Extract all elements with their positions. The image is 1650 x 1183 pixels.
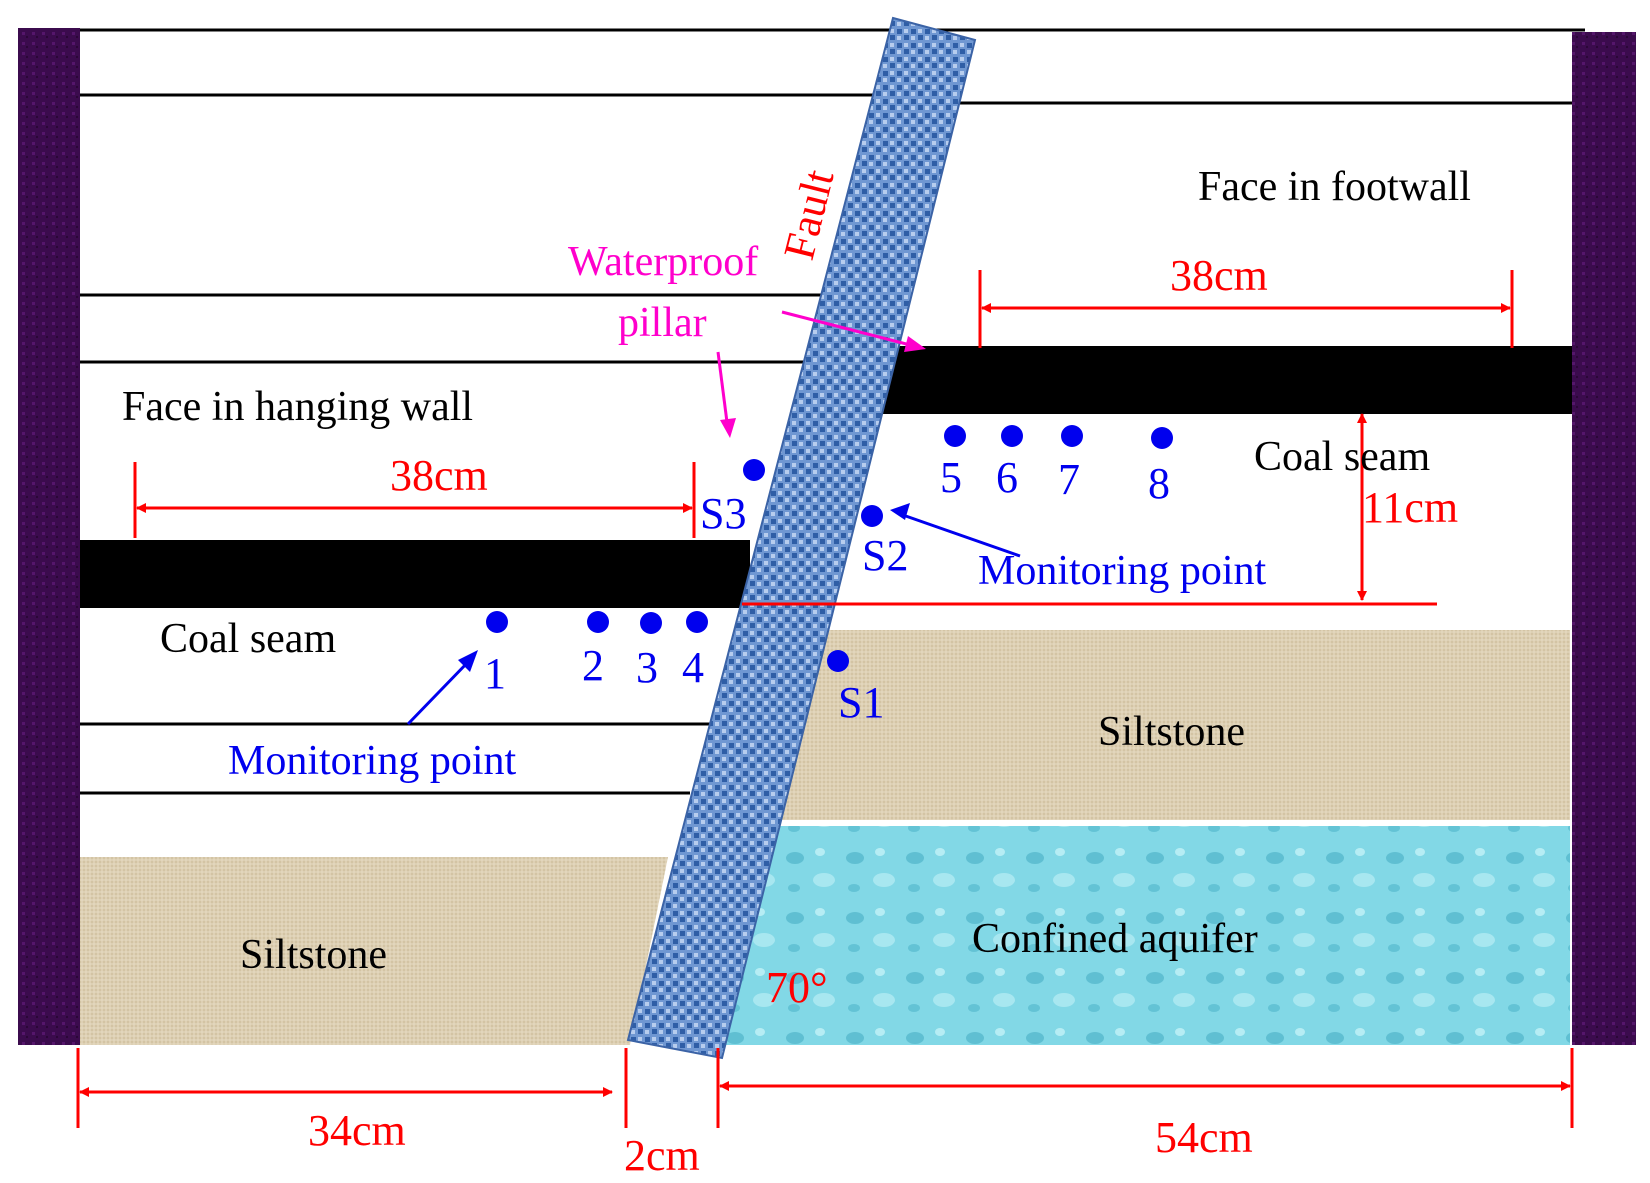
waterproof-arrowhead	[720, 418, 736, 438]
monitoring-points	[486, 425, 1173, 672]
angle-label: 70°	[766, 963, 828, 1012]
dim-throw-label: 11cm	[1362, 483, 1458, 532]
monitoring-point-3	[640, 612, 662, 634]
dim-bottom-left-label: 34cm	[308, 1106, 406, 1155]
point-label-2: 2	[582, 641, 604, 690]
monitoring-point-6	[1001, 425, 1023, 447]
coal-seam-left	[80, 540, 750, 608]
face-footwall-label: Face in footwall	[1198, 164, 1471, 210]
monitoring-point-s2	[861, 505, 883, 527]
coal-seam-left-label: Coal seam	[160, 616, 336, 662]
point-label-1: 1	[484, 649, 506, 698]
siltstone-left-layer	[80, 857, 668, 1045]
monitoring-point-5	[944, 425, 966, 447]
waterproof-arrowhead	[904, 336, 926, 352]
aquifer-label: Confined aquifer	[972, 916, 1258, 962]
monitoring-point-4	[686, 611, 708, 633]
waterproof-label-line2: pillar	[618, 300, 707, 346]
point-label-4: 4	[682, 643, 704, 692]
coal-seam-right-label: Coal seam	[1254, 434, 1430, 480]
monitoring-label-right: Monitoring point	[978, 548, 1267, 594]
monitoring-label-left: Monitoring point	[228, 738, 517, 784]
point-label-s1: S1	[838, 678, 884, 727]
monitoring-arrowhead-right	[890, 503, 910, 520]
siltstone-right-label: Siltstone	[1098, 709, 1245, 755]
coal-seam-right	[880, 346, 1575, 414]
confined-aquifer-layer	[720, 826, 1570, 1045]
frame-right	[1572, 32, 1636, 1045]
waterproof-label-line1: Waterproof	[568, 239, 758, 285]
dim-left-face-label: 38cm	[390, 451, 488, 500]
siltstone-right-layer	[760, 630, 1570, 820]
monitoring-point-s1	[827, 650, 849, 672]
dim-bottom-right-label: 54cm	[1155, 1113, 1253, 1162]
monitoring-arrow-right	[899, 512, 1021, 558]
point-label-6: 6	[996, 453, 1018, 502]
point-label-5: 5	[940, 453, 962, 502]
dim-right-face-label: 38cm	[1170, 251, 1268, 300]
monitoring-arrow-left	[406, 658, 472, 726]
monitoring-point-s3	[743, 459, 765, 481]
point-label-7: 7	[1058, 455, 1080, 504]
waterproof-arrow-down	[716, 351, 730, 431]
monitoring-point-8	[1151, 427, 1173, 449]
fault-zone	[626, 16, 977, 1060]
waterproof-arrow-right	[781, 310, 923, 350]
monitoring-point-1	[486, 611, 508, 633]
monitoring-arrowhead-left	[458, 650, 478, 672]
point-label-8: 8	[1148, 459, 1170, 508]
face-hanging-label: Face in hanging wall	[122, 384, 473, 430]
frame-left	[18, 28, 80, 1045]
point-label-s2: S2	[862, 531, 908, 580]
point-label-3: 3	[636, 643, 658, 692]
monitoring-point-7	[1061, 425, 1083, 447]
point-label-s3: S3	[700, 489, 746, 538]
dim-bottom-fault-label: 2cm	[624, 1131, 700, 1180]
siltstone-left-label: Siltstone	[240, 932, 387, 978]
monitoring-point-2	[587, 611, 609, 633]
